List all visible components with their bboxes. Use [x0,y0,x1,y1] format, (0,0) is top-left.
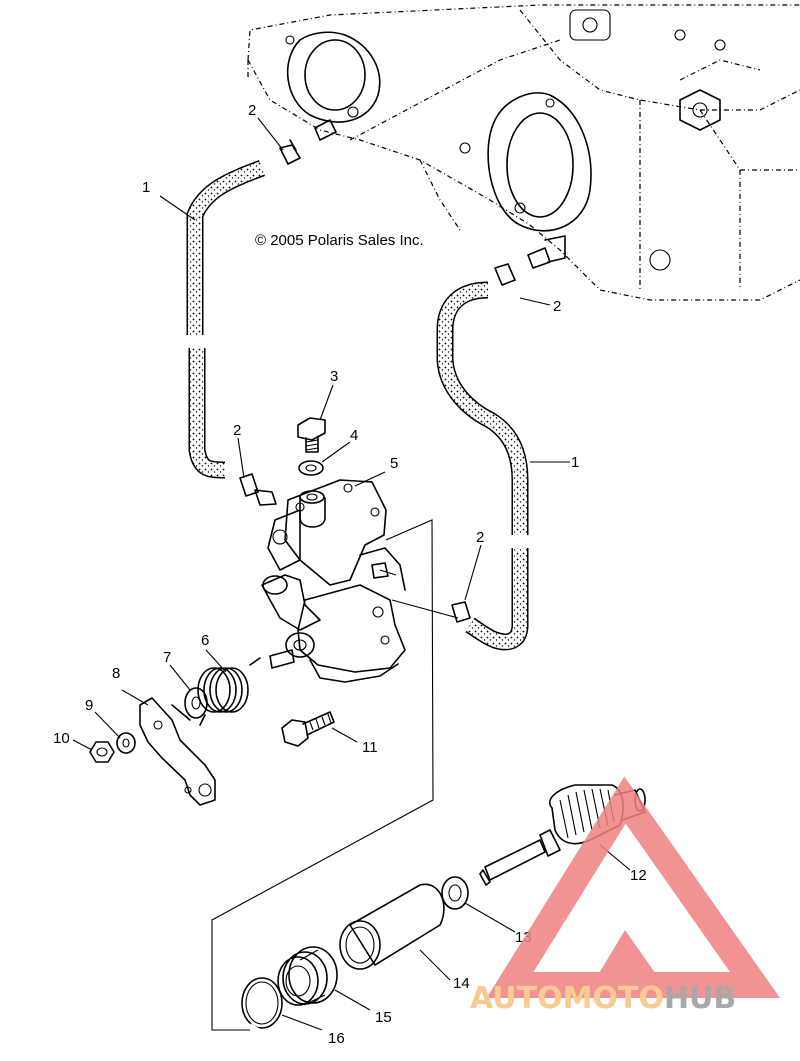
return-spring [197,657,261,726]
callout-2-right-low: 2 [476,529,484,546]
thrust-washer [441,876,469,910]
callout-16: 16 [328,1030,345,1047]
callout-4: 4 [350,427,358,444]
hex-nut [89,741,115,763]
hose-clamp [239,139,516,623]
callout-2-left: 2 [233,422,241,439]
callout-14: 14 [453,975,470,992]
callout-15: 15 [375,1009,392,1026]
callout-7: 7 [163,649,171,666]
engine-block [247,4,800,301]
watermark-text-part1: AUTOMOTO [470,981,664,1016]
callout-2-right-top: 2 [553,298,561,315]
callout-5: 5 [390,455,398,472]
lever-washer [184,687,208,719]
callout-labels: 1 2 2 3 4 2 5 1 2 6 7 8 9 10 11 12 13 14… [53,102,647,1047]
copyright-text: © 2005 Polaris Sales Inc. [255,232,424,249]
lock-washer [116,732,136,754]
oil-pump [254,479,406,683]
sealing-washer [298,460,324,476]
callout-11: 11 [362,739,378,756]
callout-1-right: 1 [571,454,579,471]
leader-lines [72,117,631,1031]
control-lever [139,697,216,806]
bushing [339,883,445,970]
watermark-logo: AUTOMOTOHUB [470,776,781,1016]
watermark-text: AUTOMOTOHUB [470,981,736,1016]
callout-1-left: 1 [142,179,150,196]
oil-seal [277,946,338,1006]
callout-12: 12 [630,867,647,884]
hose-right [436,281,529,651]
mounting-screw [281,711,335,747]
drive-gear-shaft [479,784,646,886]
retaining-ring [241,977,283,1032]
banjo-bolt [297,417,326,453]
callout-8: 8 [112,665,120,682]
callout-3: 3 [330,368,338,385]
callout-9: 9 [85,697,93,714]
hose-left [186,160,265,479]
callout-2-top: 2 [248,102,256,119]
assembly-bracket [211,519,459,1031]
watermark-text-part2: HUB [664,981,736,1016]
callout-10: 10 [53,730,70,747]
callout-6: 6 [201,632,209,649]
